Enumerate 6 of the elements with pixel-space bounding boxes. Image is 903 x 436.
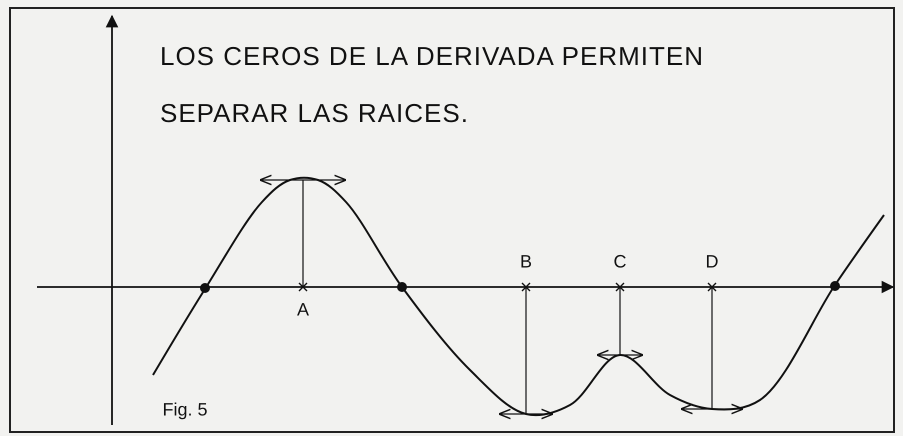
point-label: D	[706, 252, 718, 272]
handwritten-heading: LOS CEROS DE LA DERIVADA PERMITEN SEPARAR LAS RAICES.	[160, 40, 705, 130]
figure-number: Fig. 5	[162, 400, 208, 420]
point-label: C	[614, 252, 626, 272]
point-label: B	[520, 252, 532, 272]
point-label: A	[297, 300, 309, 320]
